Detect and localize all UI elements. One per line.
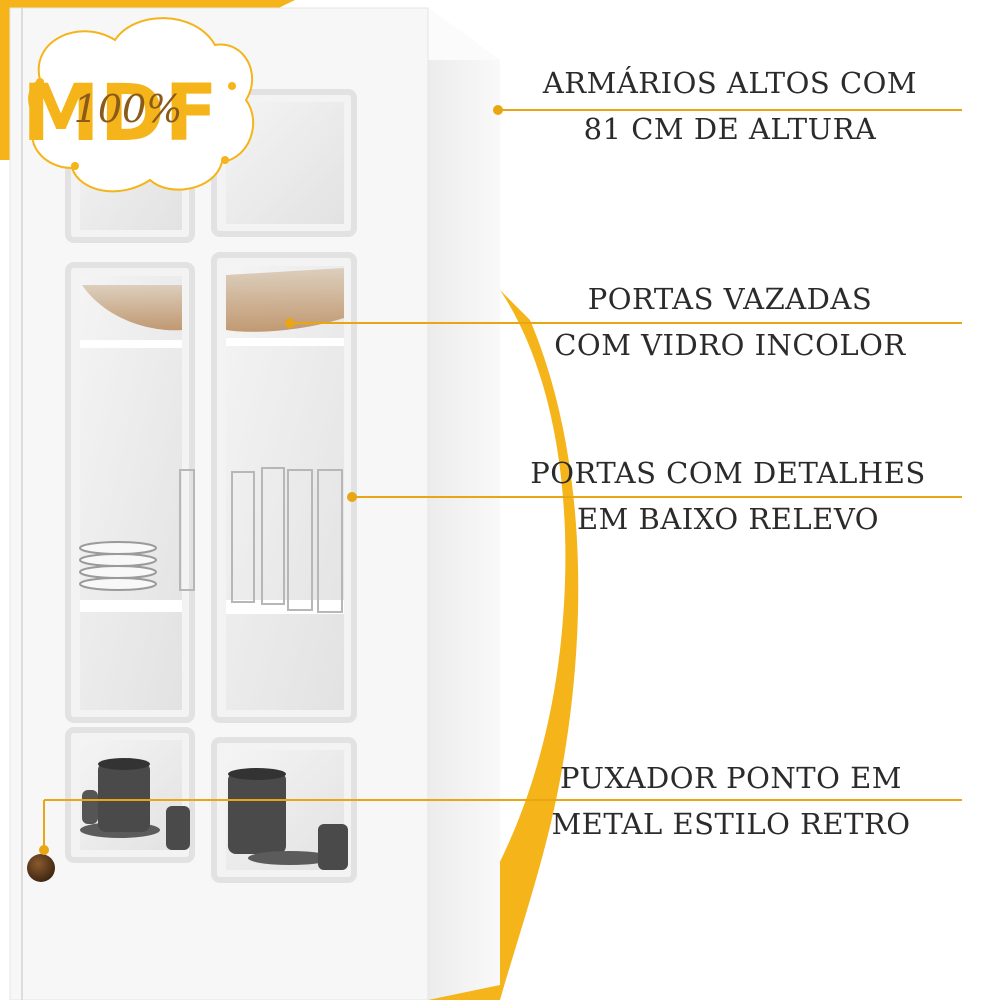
callout-handle-line1: PUXADOR PONTO EM bbox=[560, 761, 902, 795]
mdf-badge: MDF 100% bbox=[22, 17, 255, 193]
metal-knob bbox=[27, 854, 55, 882]
drinking-glasses bbox=[179, 467, 343, 613]
coffee-cups bbox=[80, 758, 348, 870]
yellow-arc-shape bbox=[440, 290, 579, 1000]
callout-glass-doors: PORTAS VAZADAS COM VIDRO INCOLOR bbox=[540, 276, 920, 368]
callout-height-line2: 81 CM DE ALTURA bbox=[583, 112, 877, 146]
plates-stack bbox=[79, 541, 157, 591]
callout-height: ARMÁRIOS ALTOS COM 81 CM DE ALTURA bbox=[540, 60, 920, 152]
callout-glass-doors-line1: PORTAS VAZADAS bbox=[587, 282, 873, 316]
callout-handle: PUXADOR PONTO EM METAL ESTILO RETRO bbox=[536, 755, 926, 847]
callout-relief-detail: PORTAS COM DETALHES EM BAIXO RELEVO bbox=[528, 450, 928, 542]
callout-glass-doors-line2: COM VIDRO INCOLOR bbox=[554, 328, 906, 362]
badge-percent-text: 100% bbox=[74, 87, 183, 131]
badge-brand-text: MDF bbox=[22, 69, 218, 159]
callout-dots bbox=[39, 105, 503, 855]
callout-handle-line2: METAL ESTILO RETRO bbox=[551, 807, 911, 841]
callout-relief-detail-line1: PORTAS COM DETALHES bbox=[530, 456, 926, 490]
callout-lines bbox=[43, 109, 962, 850]
callout-relief-detail-line2: EM BAIXO RELEVO bbox=[576, 502, 880, 536]
callout-height-line1: ARMÁRIOS ALTOS COM bbox=[542, 66, 918, 100]
glass-bowl bbox=[82, 285, 182, 331]
